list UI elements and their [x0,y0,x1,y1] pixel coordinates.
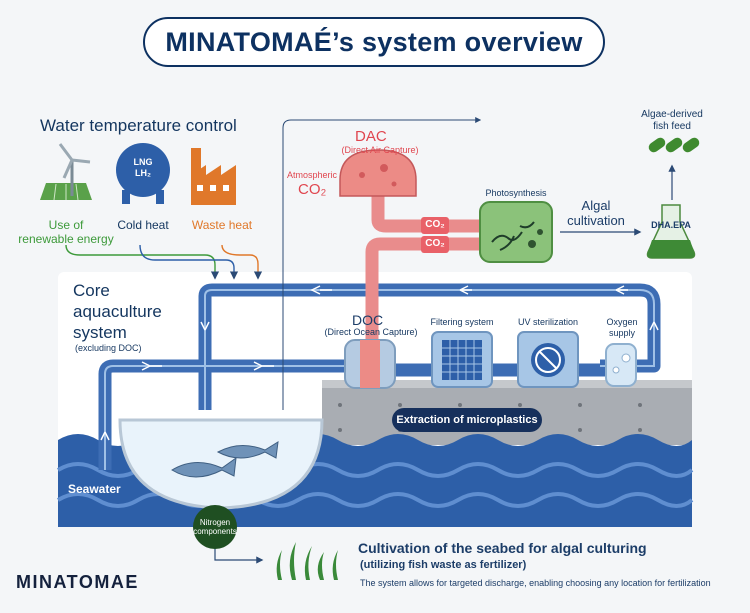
oxygen-label: Oxygen supply [606,317,638,338]
water-temperature-heading: Water temperature control [40,116,237,135]
seawater-label: Seawater [68,482,121,496]
co2-tag: CO₂ [425,238,445,249]
brand-logo: MINATOMAE [16,572,139,592]
seaweed-icon [276,542,338,580]
nitrogen-label: Nitrogen components [193,518,237,536]
renewable-label: Use of renewable energy [18,218,114,246]
uv-label: UV sterilization [517,317,579,327]
doc-subtitle: (Direct Ocean Capture) [324,327,418,337]
co2-tag: CO₂ [425,219,445,230]
algae-pills [648,137,700,153]
fish [171,441,279,478]
microplastics-badge: Extraction of microplastics [392,408,542,432]
dac-subtitle: (Direct Air Capture) [341,145,419,155]
algal-cultivation-label: Algal cultivation [567,198,625,228]
oxygen-unit [605,343,637,387]
dha-epa-label: DHA.EPA [651,220,691,230]
atmospheric-label: Atmospheric [286,170,338,180]
seabed-title: Cultivation of the seabed for algal cult… [358,540,647,556]
cold-heat-label: Cold heat [117,218,169,232]
renewable-icon [40,143,92,201]
dac-dome [339,149,417,197]
algae-feed-label: Algae-derived fish feed [641,109,703,132]
nitrogen-node [193,505,237,549]
doc-title: DOC [352,312,384,328]
lng-label: LNG [133,157,153,167]
filtering-label: Filtering system [430,317,494,327]
lh2-label: LH₂ [135,168,151,178]
core-system-sub: (excluding DOC) [75,343,142,353]
atmospheric-co2: CO₂ [298,181,327,198]
seabed-subtitle: (utilizing fish waste as fertilizer) [360,559,527,571]
photosynthesis-label: Photosynthesis [485,188,547,198]
dac-title: DAC [355,128,387,145]
waste-heat-label: Waste heat [191,218,253,232]
core-system-heading: Core aquaculture system [73,281,162,342]
page-title: MINATOMAÉ’s system overview [143,17,605,67]
seabed-note: The system allows for targeted discharge… [360,578,711,588]
factory-icon [191,148,236,205]
lng-tank-icon [116,143,170,204]
